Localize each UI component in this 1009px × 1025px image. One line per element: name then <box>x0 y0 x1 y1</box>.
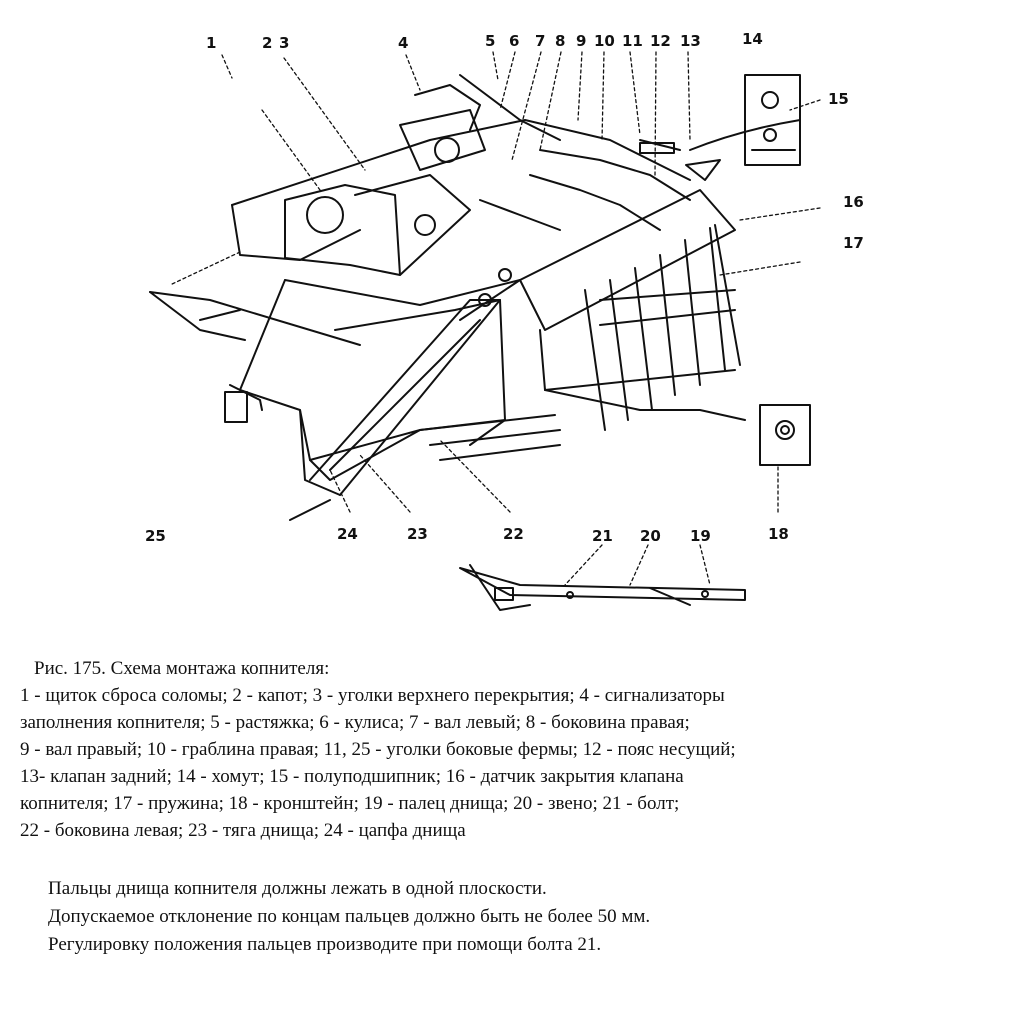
callout-21: 21 <box>592 527 613 545</box>
callout-5: 5 <box>485 32 496 50</box>
left-side-frame <box>149 279 521 496</box>
callout-14: 14 <box>742 30 763 48</box>
note-line: Допускаемое отклонение по концам пальцев… <box>48 906 651 927</box>
callout-18: 18 <box>768 525 789 543</box>
callout-7: 7 <box>535 32 546 50</box>
caption-line: 1 - щиток сброса соломы; 2 - капот; 3 - … <box>20 685 725 706</box>
callout-22: 22 <box>503 525 524 543</box>
callout-10: 10 <box>594 32 615 50</box>
bottom-assembly <box>289 268 561 521</box>
callout-15: 15 <box>828 90 849 108</box>
caption-line: 22 - боковина левая; 23 - тяга днища; 24… <box>20 820 466 841</box>
caption-line: 13- клапан задний; 14 - хомут; 15 - полу… <box>20 766 684 787</box>
caption-title: Рис. 175. Схема монтажа копнителя: <box>34 658 330 679</box>
callout-2: 2 <box>262 34 273 52</box>
rear-valve-rakes <box>519 189 741 431</box>
floor-finger-detail <box>459 564 746 611</box>
callout-23: 23 <box>407 525 428 543</box>
assembly-diagram: 1 2 3 4 5 6 7 8 9 10 11 12 13 14 15 16 1… <box>145 30 864 611</box>
callout-6: 6 <box>509 32 520 50</box>
note-line: Регулировку положения пальцев производит… <box>48 934 602 955</box>
callout-11: 11 <box>622 32 643 50</box>
caption-line: копнителя; 17 - пружина; 18 - кронштейн;… <box>20 793 680 814</box>
callout-17: 17 <box>843 234 864 252</box>
callout-24: 24 <box>337 525 358 543</box>
callout-8: 8 <box>555 32 566 50</box>
hood-assembly <box>231 74 801 276</box>
callout-16: 16 <box>843 193 864 211</box>
caption-line: 9 - вал правый; 10 - граблина правая; 11… <box>20 739 736 760</box>
clamp-detail <box>744 74 801 166</box>
assembly-drawing <box>149 51 821 611</box>
installation-note: Пальцы днища копнителя должны лежать в о… <box>48 875 948 959</box>
callout-19: 19 <box>690 527 711 545</box>
callout-12: 12 <box>650 32 671 50</box>
callout-13: 13 <box>680 32 701 50</box>
bracket-detail <box>544 389 811 466</box>
callout-3: 3 <box>279 34 290 52</box>
leader-lines <box>169 51 821 586</box>
note-line: Пальцы днища копнителя должны лежать в о… <box>48 878 547 899</box>
callout-9: 9 <box>576 32 587 50</box>
callout-1: 1 <box>206 34 217 52</box>
callout-25: 25 <box>145 527 166 545</box>
caption-line: заполнения копнителя; 5 - растяжка; 6 - … <box>20 712 690 733</box>
figure-caption: Рис. 175. Схема монтажа копнителя: 1 - щ… <box>20 655 995 844</box>
callout-20: 20 <box>640 527 661 545</box>
callout-4: 4 <box>398 34 409 52</box>
